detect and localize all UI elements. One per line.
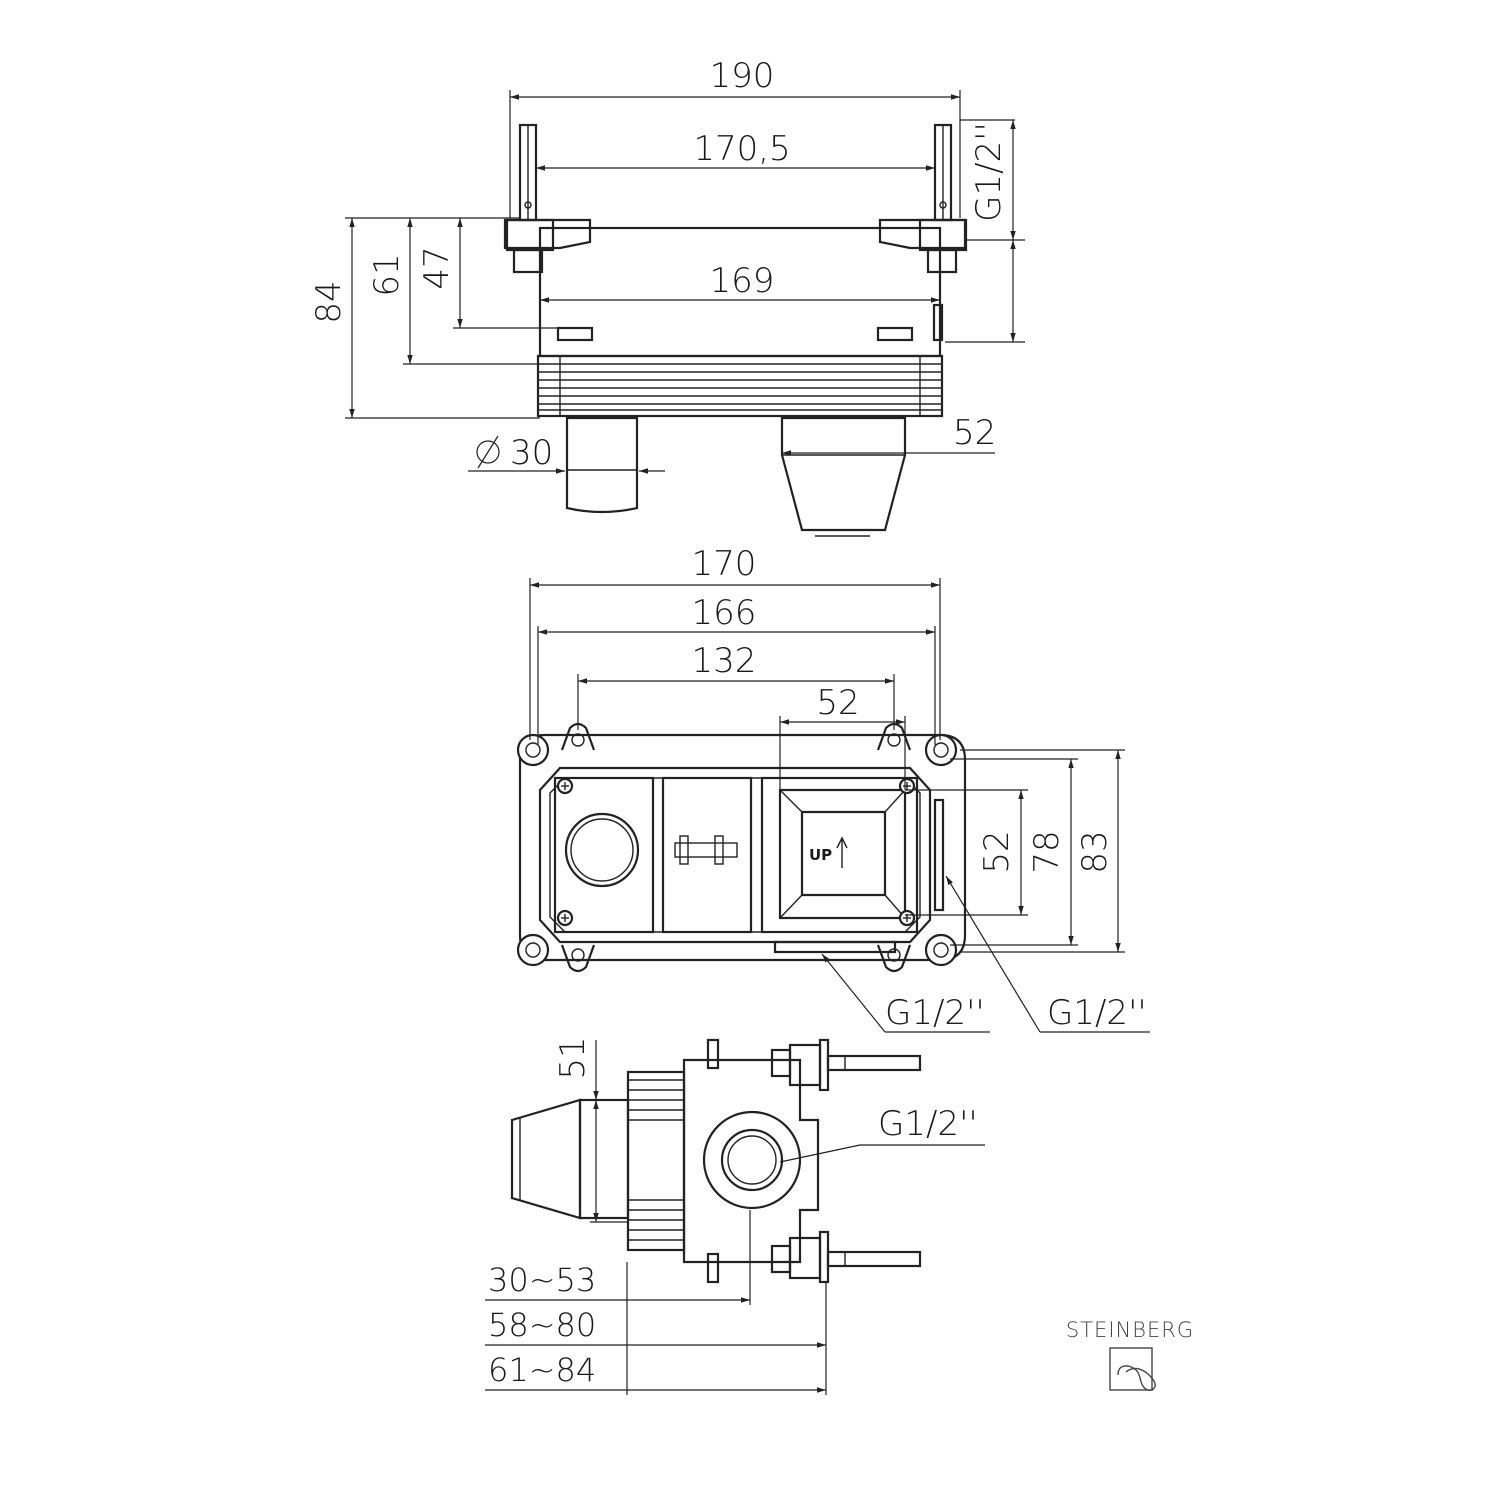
outlet-pipe: [565, 416, 639, 514]
threaded-ring: [536, 354, 944, 418]
label-g12-bottom: G1/2'': [885, 993, 985, 1033]
outlet-opening: [564, 812, 640, 888]
label-g12-side: G1/2'': [1047, 993, 1147, 1033]
side-threads: [626, 1070, 686, 1252]
up-label: UP: [809, 846, 832, 864]
steinberg-logo-icon: [1109, 1347, 1156, 1391]
brand-logo: STEINBERG: [1066, 1318, 1194, 1391]
right-pin: [918, 123, 968, 274]
screws: [556, 777, 916, 927]
cartridge-square: UP: [778, 788, 907, 920]
cartridge-housing: [780, 416, 907, 537]
dim-169: 169: [710, 261, 775, 301]
top-view: 190 170,5 169 G1/2'' 84 61 47 30 52: [309, 56, 1025, 537]
dim-84: 84: [309, 280, 349, 323]
dim-58-80: 58~80: [488, 1306, 596, 1344]
corner-bolts: [516, 733, 958, 967]
mounting-ears: [560, 722, 912, 973]
dim-47: 47: [417, 246, 457, 289]
label-g12-center: G1/2'': [878, 1104, 978, 1144]
dim-52-top: 52: [953, 413, 996, 453]
dim-g12-top: G1/2'': [969, 122, 1009, 222]
inlet-port: [702, 1110, 802, 1210]
dim-170-5: 170,5: [693, 129, 790, 169]
dim-132: 132: [692, 641, 757, 681]
dim-78: 78: [1027, 830, 1067, 873]
dim-61: 61: [367, 253, 407, 296]
dim-170: 170: [692, 544, 757, 584]
brand-name: STEINBERG: [1066, 1318, 1194, 1342]
side-view: 51 G1/2'' 30~53 58~80 61~84: [485, 1036, 985, 1395]
dim-166: 166: [692, 593, 757, 633]
clip-bracket-icon: [674, 835, 738, 865]
dim-30-53: 30~53: [488, 1261, 596, 1299]
dim-190: 190: [710, 56, 775, 96]
left-pin: [505, 123, 555, 274]
dim-52-front-h: 52: [816, 683, 859, 723]
dim-61-84: 61~84: [488, 1351, 596, 1389]
dim-52-front-v: 52: [977, 830, 1017, 873]
diameter-symbol-icon: [476, 435, 500, 469]
front-view: UP 170 166 132 52: [516, 544, 1150, 1033]
dim-51: 51: [553, 1036, 593, 1079]
side-pins: [770, 1038, 922, 1284]
cartridge-cone: [510, 1098, 630, 1220]
up-arrow-icon: [836, 836, 848, 868]
dim-83: 83: [1075, 830, 1115, 873]
dim-diameter-30: 30: [510, 433, 553, 473]
